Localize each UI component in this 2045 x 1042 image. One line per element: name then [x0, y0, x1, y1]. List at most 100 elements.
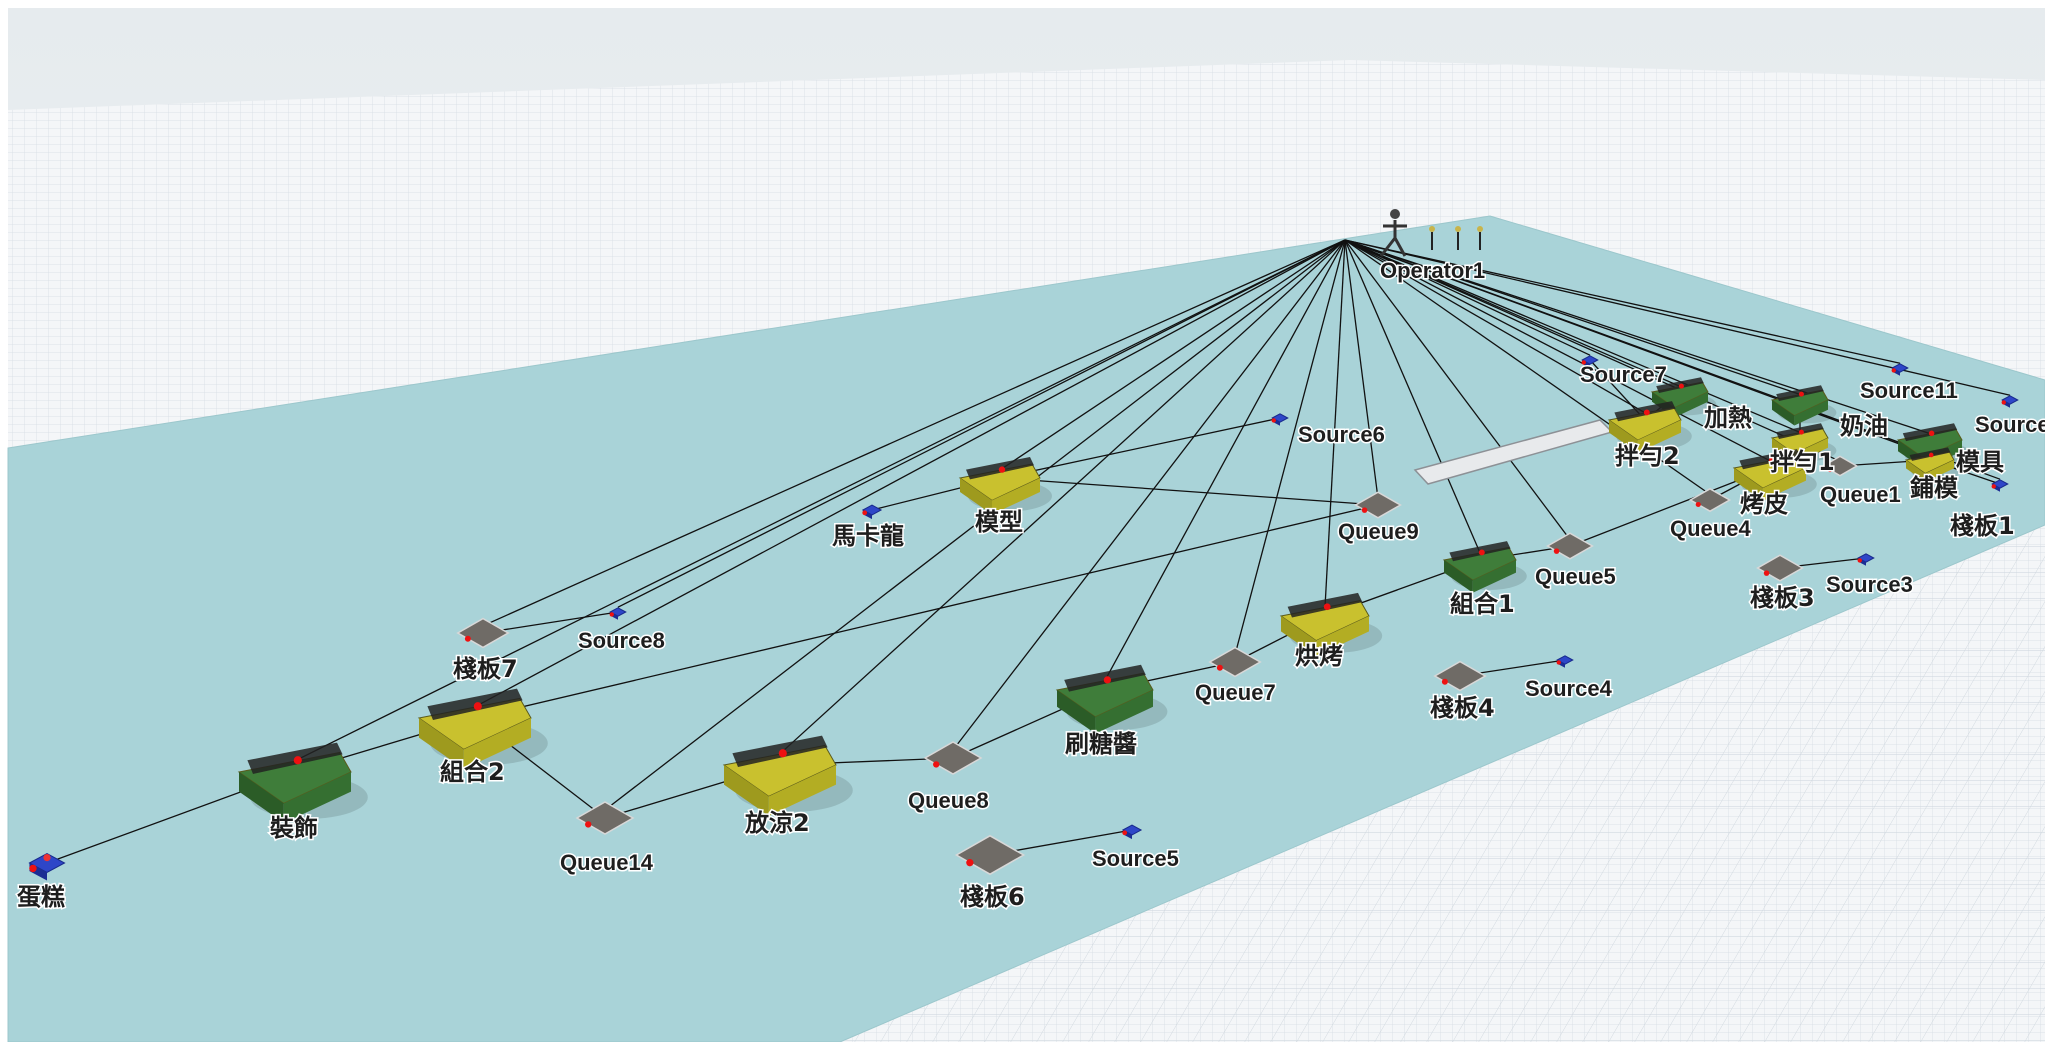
source8-source[interactable] — [609, 607, 627, 620]
zhanban6-queue[interactable] — [954, 834, 1026, 876]
operator-link-source11 — [1344, 239, 1901, 364]
flow-zhanban7-source8 — [482, 611, 619, 634]
operator-link-queue7 — [1234, 239, 1346, 655]
operator-figure-1 — [1429, 226, 1435, 250]
source11-label: Source11 — [1860, 378, 1958, 403]
operator-link-zuhe1 — [1344, 239, 1481, 554]
source8-label: Source8 — [578, 628, 665, 653]
operator-link-moju — [1344, 239, 1931, 435]
moxing-label: 模型 — [975, 508, 1023, 536]
connections-layer — [46, 239, 2011, 864]
source5-source[interactable] — [1121, 824, 1143, 840]
flow-queue9-zuhe2 — [474, 504, 1379, 719]
dangao-sink[interactable] — [28, 852, 66, 881]
naiyou-label: 奶油 — [1840, 412, 1888, 440]
zhanban4-queue[interactable] — [1433, 660, 1487, 692]
queue9-label: Queue9 — [1338, 519, 1419, 544]
operator-link-shuatangjiang — [1104, 239, 1346, 681]
naiyou-processor[interactable] — [1770, 385, 1837, 426]
operator-link-moxing — [999, 239, 1346, 471]
zuhe1-label: 組合1 — [1450, 590, 1515, 618]
zuhe1-processor[interactable] — [1442, 541, 1527, 593]
source7-label: Source7 — [1580, 362, 1667, 387]
operator-link-source7 — [1344, 239, 1591, 356]
shuatangjiang-processor[interactable] — [1055, 664, 1168, 734]
zhanban3-queue[interactable] — [1756, 554, 1804, 582]
queue9-queue[interactable] — [1354, 491, 1402, 519]
operator-link-zhuangshi — [294, 239, 1346, 762]
operator-link-zhanban7 — [482, 239, 1346, 627]
operator-link-banyun1 — [1344, 239, 1801, 433]
operator-link-queue4 — [1344, 239, 1711, 495]
makalong-label: 馬卡龍 — [832, 522, 904, 550]
shuatangjiang-label: 刷糖醬 — [1065, 730, 1137, 758]
hongkao-processor[interactable] — [1279, 592, 1383, 657]
objects-layer — [28, 209, 2019, 881]
zuhe2-processor[interactable] — [417, 688, 548, 769]
zhanban7-queue[interactable] — [456, 617, 510, 649]
zhuangshi-label: 裝飾 — [269, 814, 318, 842]
operator-link-kaopi — [1344, 239, 1771, 462]
flow-moxing-queue9 — [999, 477, 1379, 506]
hongkao-label: 烘烤 — [1295, 642, 1343, 670]
operator-link-source8 — [617, 239, 1346, 608]
zhanban3-label: 棧板3 — [1750, 584, 1815, 612]
kaopi-label: 烤皮 — [1740, 490, 1788, 518]
operator-link-fangliang2 — [779, 239, 1346, 755]
jianre-label: 加熱 — [1704, 404, 1752, 432]
zhanban6-label: 棧板6 — [960, 883, 1025, 911]
source4-source[interactable] — [1556, 655, 1574, 668]
operator-link-queue8 — [952, 239, 1346, 751]
pumo-processor[interactable] — [1904, 447, 1962, 482]
banyun2-processor[interactable] — [1607, 401, 1692, 453]
queue1-queue[interactable] — [1821, 455, 1859, 477]
operator-link-zuhe2 — [474, 239, 1346, 708]
source-edge-label: Source — [1975, 412, 2045, 437]
queue7-queue[interactable] — [1208, 646, 1262, 678]
source6-source[interactable] — [1271, 413, 1289, 426]
queue5-label: Queue5 — [1535, 564, 1616, 589]
moxing-processor[interactable] — [958, 457, 1052, 515]
zhanban7-label: 棧板7 — [453, 655, 518, 683]
fangliang2-label: 放涼2 — [744, 809, 810, 837]
moju-label: 模具 — [1956, 448, 2004, 476]
source5-label: Source5 — [1092, 846, 1179, 871]
queue1-label: Queue1 — [1820, 482, 1901, 507]
operator-figure-3 — [1477, 226, 1483, 250]
operator-link-banyun2 — [1344, 239, 1646, 414]
operator-link-queue5 — [1344, 239, 1571, 540]
operator-link-hongkao — [1324, 239, 1346, 608]
source3-label: Source3 — [1826, 572, 1913, 597]
fangliang2-processor[interactable] — [722, 735, 853, 816]
queue5-queue[interactable] — [1546, 532, 1594, 560]
queue7-label: Queue7 — [1195, 680, 1276, 705]
model-floor — [7, 215, 2045, 1042]
source11-source[interactable] — [1891, 363, 1909, 376]
source4-label: Source4 — [1525, 676, 1613, 701]
operator-label: Operator1 — [1380, 258, 1485, 283]
queue8-queue[interactable] — [923, 741, 983, 775]
queue8-label: Queue8 — [908, 788, 989, 813]
source3-source[interactable] — [1857, 553, 1875, 566]
queue4-label: Queue4 — [1670, 516, 1751, 541]
operator-link-queue9 — [1344, 239, 1379, 499]
operator-icon[interactable] — [1379, 209, 1483, 257]
flow-source6-moxing — [999, 417, 1281, 479]
kaopi-processor[interactable] — [1732, 449, 1817, 501]
dangao-label: 蛋糕 — [17, 883, 65, 911]
zhuangshi-processor[interactable] — [237, 742, 368, 823]
zuhe2-label: 組合2 — [440, 758, 505, 786]
operator-figure-2 — [1455, 226, 1461, 250]
zhanban1-source[interactable] — [1991, 479, 2009, 492]
operator-link-queue14 — [604, 239, 1346, 811]
source6-label: Source6 — [1298, 422, 1385, 447]
queue14-queue[interactable] — [575, 801, 635, 835]
source-edge-source[interactable] — [2001, 395, 2019, 408]
pumo-label: 鋪模 — [1910, 474, 1959, 502]
source7-source[interactable] — [1581, 355, 1599, 368]
makalong-source[interactable] — [861, 504, 883, 520]
queue4-queue[interactable] — [1688, 487, 1732, 513]
